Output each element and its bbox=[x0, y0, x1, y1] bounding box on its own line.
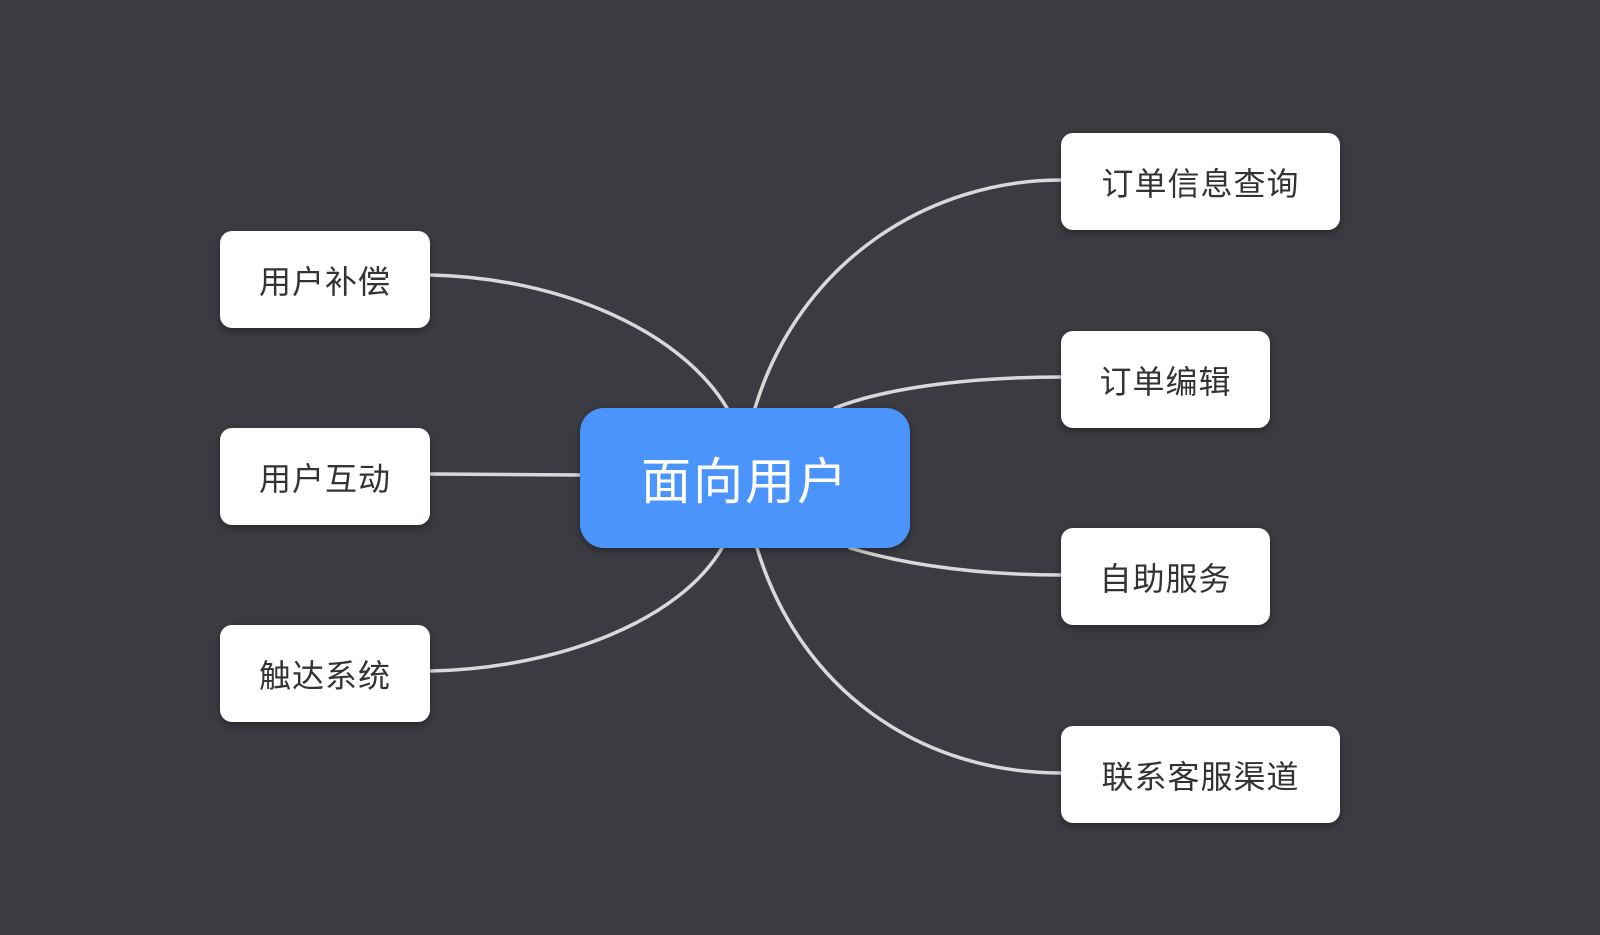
connector-order-edit bbox=[833, 375, 1063, 410]
topic-label: 自助服务 bbox=[1099, 559, 1232, 598]
connector-user-compensation bbox=[429, 273, 729, 410]
connector-order-query bbox=[753, 178, 1063, 410]
topic-label: 订单编辑 bbox=[1099, 362, 1232, 401]
topic-label: 用户补偿 bbox=[258, 262, 391, 301]
connector-self-service bbox=[848, 546, 1063, 577]
topic-label: 联系客服渠道 bbox=[1101, 757, 1300, 796]
topic-order-edit[interactable]: 订单编辑 bbox=[1061, 331, 1270, 428]
topic-label: 订单信息查询 bbox=[1101, 164, 1300, 203]
connector-reach-system bbox=[429, 546, 724, 673]
root-topic-label: 面向用户 bbox=[641, 453, 849, 511]
connector-user-interaction bbox=[429, 472, 582, 477]
topic-self-service[interactable]: 自助服务 bbox=[1061, 528, 1270, 625]
topic-contact-support-channels[interactable]: 联系客服渠道 bbox=[1061, 726, 1340, 823]
topic-user-interaction[interactable]: 用户互动 bbox=[220, 428, 430, 525]
topic-user-compensation[interactable]: 用户补偿 bbox=[220, 231, 430, 328]
connector-contact-channels bbox=[755, 546, 1063, 775]
topic-order-info-query[interactable]: 订单信息查询 bbox=[1061, 133, 1340, 230]
topic-label: 用户互动 bbox=[258, 459, 391, 498]
topic-label: 触达系统 bbox=[258, 656, 391, 695]
topic-reach-system[interactable]: 触达系统 bbox=[220, 625, 430, 722]
root-topic-user-facing[interactable]: 面向用户 bbox=[580, 408, 910, 548]
